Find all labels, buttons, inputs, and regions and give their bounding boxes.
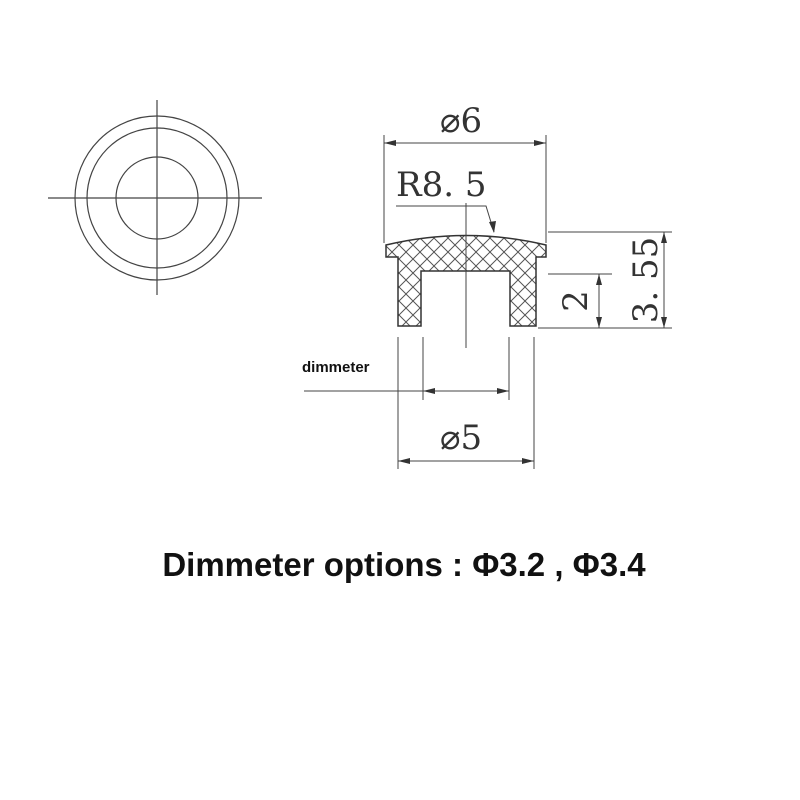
section-body [385, 234, 547, 327]
options-caption: Dimmeter options : Φ3.2 , Φ3.4 [162, 546, 646, 583]
arrow-total-bottom [661, 317, 667, 328]
radius-leader [396, 205, 495, 233]
arrow-bottom-right [522, 458, 534, 464]
dimmeter-label: dimmeter [302, 359, 370, 376]
arrow-bore-left [423, 388, 435, 394]
dimension-lines [304, 135, 672, 469]
arrow-top-left [384, 140, 396, 146]
arrow-bottom-left [398, 458, 410, 464]
arrow-inner-top [596, 274, 602, 285]
arrow-total-top [661, 232, 667, 243]
top-diameter-label: ⌀6 [440, 101, 482, 141]
total-height-label: 3. 55 [626, 237, 666, 324]
section-view [385, 203, 547, 348]
arrow-top-right [534, 140, 546, 146]
bottom-diameter-label: ⌀5 [440, 418, 482, 458]
inner-height-label: 2 [556, 290, 596, 312]
top-view [48, 100, 262, 295]
radius-label: R8. 5 [396, 165, 486, 205]
arrow-inner-bottom [596, 317, 602, 328]
arrowheads [384, 140, 667, 464]
arrow-radius [489, 221, 496, 233]
arrow-bore-right [497, 388, 509, 394]
